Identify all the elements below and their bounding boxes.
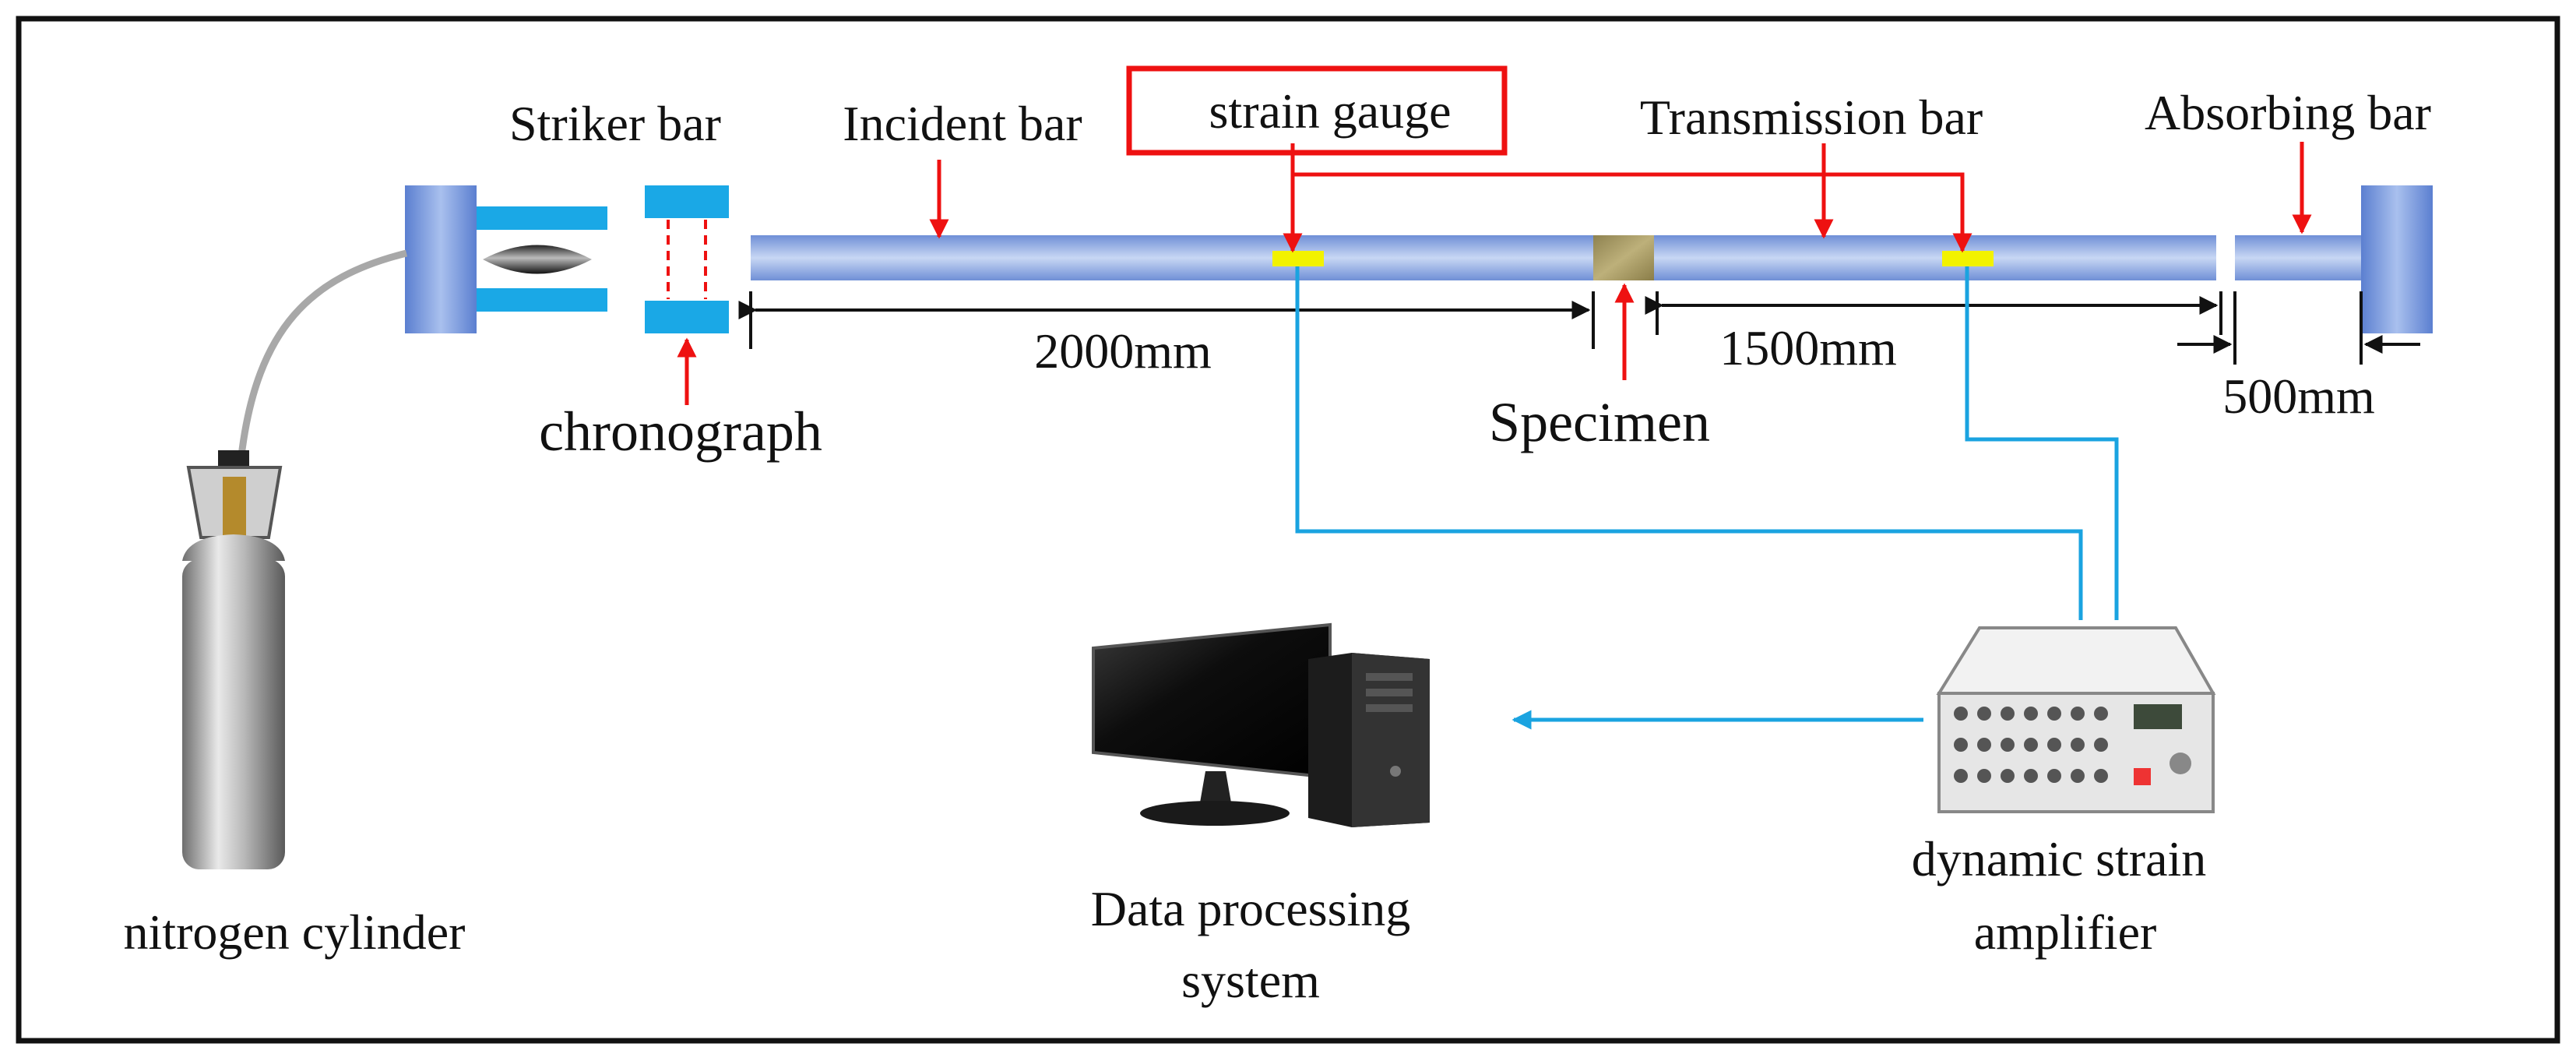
transmission-bar-label: Transmission bar <box>1640 90 1983 145</box>
striker-bar-label: Striker bar <box>509 96 721 151</box>
specimen-block <box>1593 235 1654 280</box>
incident-length-label: 2000mm <box>1034 323 1212 379</box>
amplifier-label-line1: dynamic strain <box>1912 831 2207 887</box>
desktop-computer-icon <box>1092 622 1430 827</box>
nitrogen-cylinder-label: nitrogen cylinder <box>124 904 466 960</box>
absorbing-bar <box>2235 235 2361 280</box>
dimension-lines <box>738 291 2420 365</box>
launcher-gun <box>405 185 607 333</box>
strain-gauge-incident <box>1272 251 1324 266</box>
gas-hose <box>238 249 408 456</box>
striker-projectile-icon <box>483 245 592 274</box>
nitrogen-cylinder-icon <box>182 450 285 869</box>
incident-bar <box>751 235 1593 280</box>
transmission-bar <box>1654 235 2216 280</box>
data-processing-label-line2: system <box>1181 953 1320 1008</box>
incident-bar-label: Incident bar <box>843 96 1082 151</box>
chronograph-label: chronograph <box>539 400 822 463</box>
transmission-length-label: 1500mm <box>1719 320 1897 375</box>
strain-gauge-label: strain gauge <box>1209 83 1452 139</box>
strain-gauge-label-box <box>1126 65 1508 156</box>
annotation-arrows <box>929 142 2312 380</box>
data-processing-label-line1: Data processing <box>1091 881 1411 936</box>
absorber-stop-block <box>2361 185 2433 333</box>
strain-amplifier-device-icon <box>1936 626 2216 813</box>
amplifier-label-line2: amplifier <box>1974 904 2157 960</box>
strain-gauge-transmission <box>1942 251 1994 266</box>
absorbing-length-label: 500mm <box>2222 368 2375 424</box>
chronograph-device <box>645 185 729 333</box>
signal-wires <box>1295 266 2119 730</box>
specimen-label: Specimen <box>1489 391 1710 453</box>
absorbing-bar-label: Absorbing bar <box>2145 85 2431 140</box>
